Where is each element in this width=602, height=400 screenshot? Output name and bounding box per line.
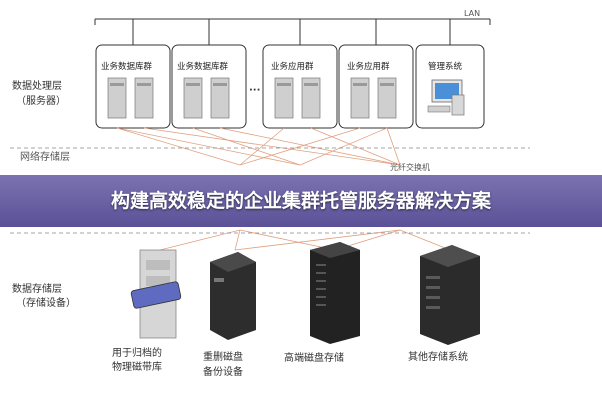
- server-group-title-1: 业务数据库群: [101, 62, 153, 72]
- storage-label-1-line1: 用于归档的: [112, 348, 162, 359]
- server-group-title-5: 管理系统: [428, 62, 463, 72]
- disk-backup-icon: [210, 252, 256, 340]
- title-banner: [0, 175, 602, 227]
- layer-label-storage-sub: （存储设备）: [16, 298, 76, 309]
- connection-lines: [116, 127, 451, 251]
- banner-title: 构建高效稳定的企业集群托管服务器解决方案: [110, 190, 491, 212]
- lan-label: LAN: [464, 9, 481, 18]
- server-group-title-3: 业务应用群: [271, 62, 314, 72]
- layer-label-processing: 数据处理层: [12, 81, 62, 92]
- tape-library-icon: [130, 249, 182, 339]
- storage-label-2-line1: 重删磁盘: [203, 352, 243, 363]
- storage-label-3: 高端磁盘存储: [284, 353, 344, 364]
- computer-icon: [427, 79, 465, 116]
- storage-label-4: 其他存储系统: [408, 352, 468, 363]
- storage-system-icon: [420, 245, 480, 345]
- server-group-box-3: [262, 44, 338, 129]
- server-icon: [107, 77, 397, 119]
- layer-label-network: 网络存储层: [20, 152, 70, 163]
- server-group-box-4: [338, 44, 414, 129]
- storage-label-1-line2: 物理磁带库: [112, 362, 162, 373]
- storage-label-2-line2: 备份设备: [203, 367, 243, 378]
- switch-label: 光纤交换机: [390, 163, 430, 172]
- server-group-box-1: [95, 44, 171, 129]
- layer-label-storage: 数据存储层: [12, 284, 62, 295]
- ellipsis: ···: [249, 85, 261, 96]
- server-group-box-2: [171, 44, 247, 129]
- disk-storage-icon: [310, 242, 360, 344]
- layer-label-processing-sub: （服务器）: [16, 96, 66, 107]
- server-group-title-4: 业务应用群: [347, 62, 390, 72]
- server-group-title-2: 业务数据库群: [177, 62, 229, 72]
